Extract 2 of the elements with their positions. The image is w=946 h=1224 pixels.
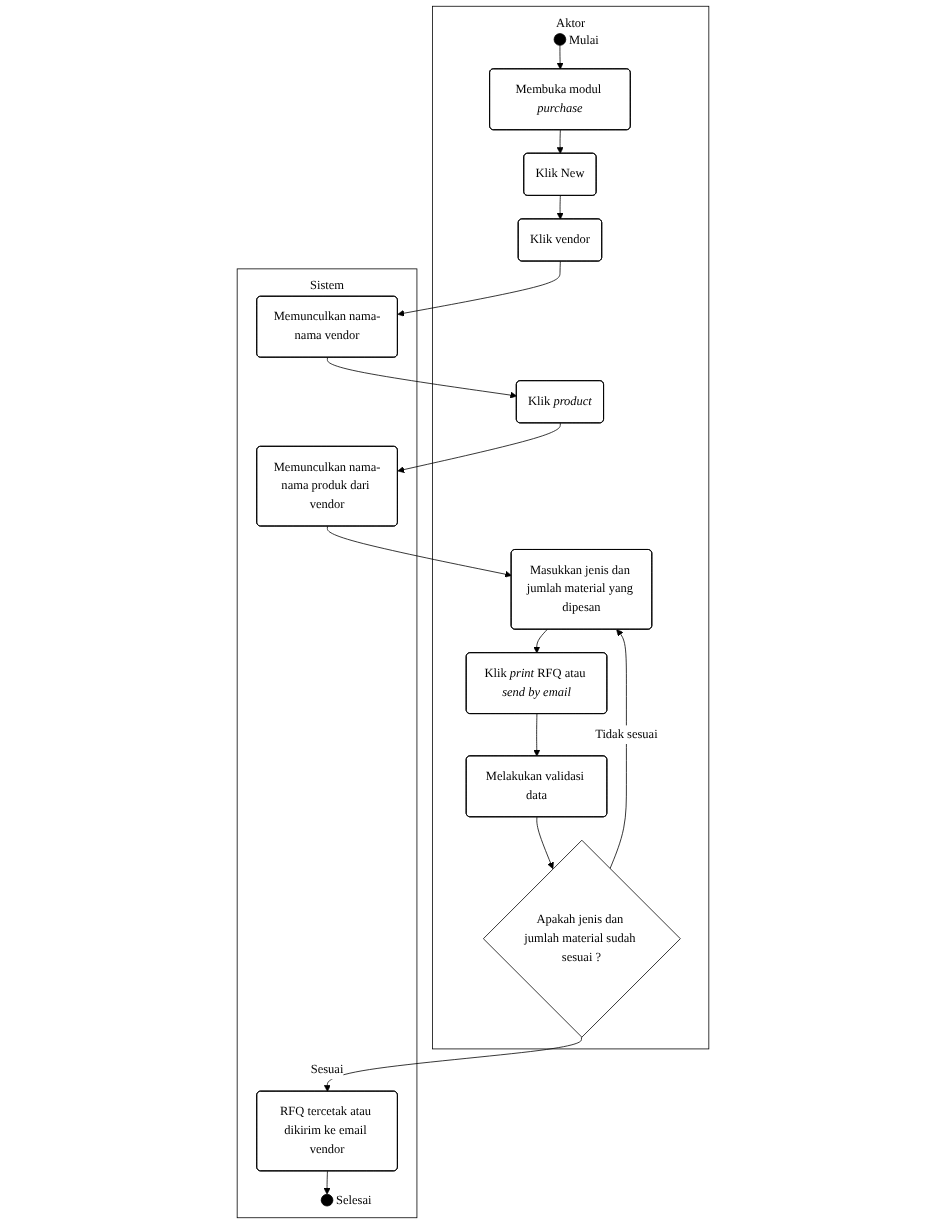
node-circle (553, 33, 567, 46)
node-circle (320, 1193, 334, 1207)
